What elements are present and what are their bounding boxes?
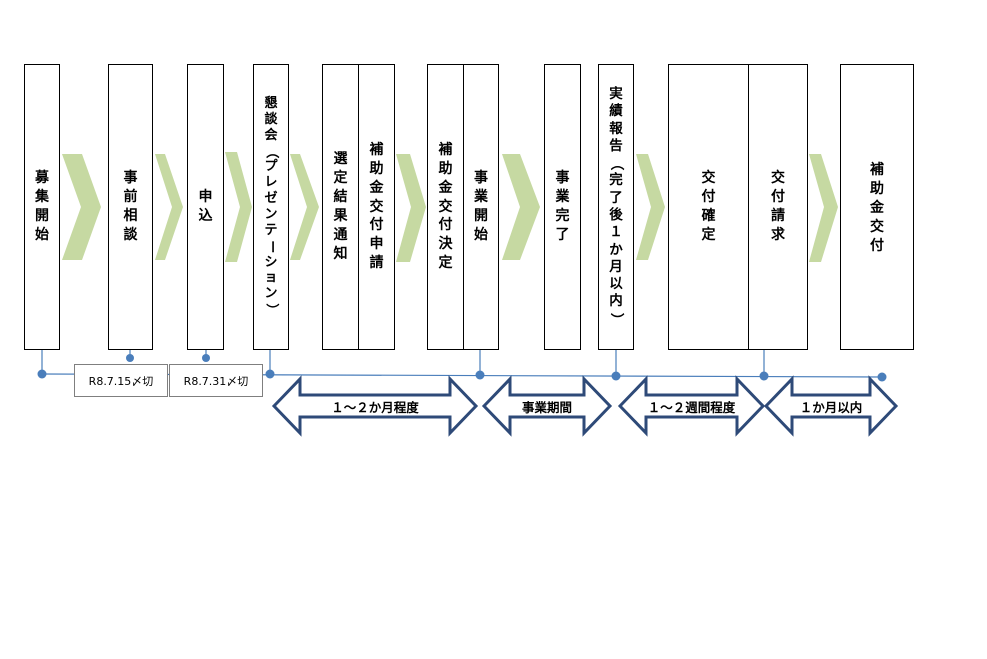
step-grant-claim-label: 交付請求 xyxy=(771,170,785,243)
chevron-arrow-6 xyxy=(502,154,540,260)
timeline-point xyxy=(877,372,887,382)
step-recruit: 募集開始 xyxy=(24,64,60,350)
step-consult-label: 事前相談 xyxy=(123,170,138,243)
timeline-point xyxy=(611,371,621,381)
step-project-complete: 事業完了 xyxy=(544,64,581,350)
step-grant-confirm-label: 交付確定 xyxy=(701,170,716,243)
step-apply: 申込 xyxy=(187,64,224,350)
chevron-arrow-7 xyxy=(636,154,665,260)
duration-review-label: １～２か月程度 xyxy=(331,399,419,415)
step-recruit-label: 募集開始 xyxy=(35,170,49,243)
duration-arrow-project xyxy=(481,375,613,437)
timeline-point xyxy=(126,354,134,362)
step-project-start-label: 事業開始 xyxy=(474,170,488,243)
deadline-apply-text: R8.7.31〆切 xyxy=(183,374,249,388)
deadline-consult-text: R8.7.15〆切 xyxy=(88,374,154,388)
step-selection-label: 選定結果通知 xyxy=(333,151,348,262)
timeline-point xyxy=(759,371,769,381)
chevron-arrow-2 xyxy=(155,154,183,260)
duration-arrow-review xyxy=(271,375,479,437)
chevron-arrow-8 xyxy=(809,154,838,262)
step-subsidy-payment: 補助金交付 xyxy=(840,64,914,350)
chevron-arrows xyxy=(62,152,838,262)
chevron-arrow-1 xyxy=(62,154,101,260)
step-presentation-label: 懇談会（プレゼンテーション） xyxy=(263,95,279,317)
duration-confirm-label: １～２週間程度 xyxy=(647,399,736,415)
duration-arrow-confirm xyxy=(617,375,766,437)
duration-payment-label: １か月以内 xyxy=(799,399,863,415)
step-project-complete-label: 事業完了 xyxy=(555,170,570,243)
deadline-apply: R8.7.31〆切 xyxy=(169,364,263,397)
step-apply-label: 申込 xyxy=(198,189,213,224)
step-grant-decision: 補助金交付決定 xyxy=(427,64,464,350)
step-presentation: 懇談会（プレゼンテーション） xyxy=(253,64,289,350)
timeline-point xyxy=(37,369,47,379)
timeline-points xyxy=(37,354,887,382)
duration-project-label: 事業期間 xyxy=(521,399,572,415)
timeline-point xyxy=(265,369,275,379)
step-grant-claim: 交付請求 xyxy=(748,64,808,350)
deadline-consult: R8.7.15〆切 xyxy=(74,364,168,397)
step-selection: 選定結果通知 xyxy=(322,64,359,350)
step-subsidy-payment-label: 補助金交付 xyxy=(870,162,884,254)
step-subsidy-request: 補助金交付申請 xyxy=(358,64,395,350)
chevron-arrow-4 xyxy=(290,154,319,260)
duration-arrows xyxy=(271,375,899,437)
step-grant-decision-label: 補助金交付決定 xyxy=(438,141,453,272)
duration-arrow-payment xyxy=(763,375,899,437)
timeline-point xyxy=(475,370,485,380)
timeline xyxy=(41,350,883,378)
step-consult: 事前相談 xyxy=(108,64,153,350)
chevron-arrow-5 xyxy=(396,154,426,262)
step-subsidy-request-label: 補助金交付申請 xyxy=(369,141,384,272)
step-project-start: 事業開始 xyxy=(463,64,499,350)
timeline-point xyxy=(202,354,210,362)
chevron-arrow-3 xyxy=(225,152,252,262)
